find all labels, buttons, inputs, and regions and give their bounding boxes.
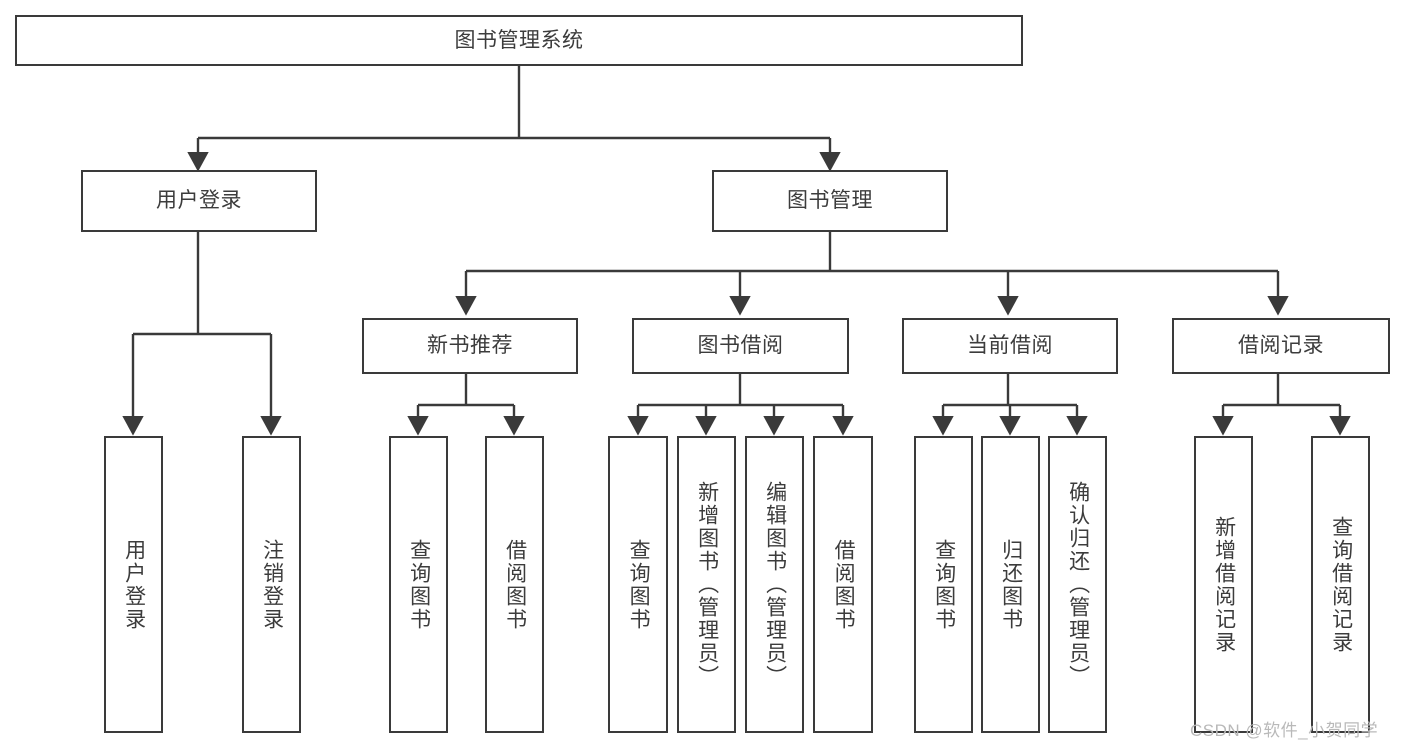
leaf-label: 归还图书 — [999, 538, 1023, 631]
node-current-borrow[interactable]: 当前借阅 — [902, 318, 1118, 374]
node-book-borrow[interactable]: 图书借阅 — [632, 318, 849, 374]
leaf-label: 新增图书（管理员） — [695, 481, 719, 688]
leaf-label: 确认归还（管理员） — [1066, 481, 1090, 688]
node-borrow-record[interactable]: 借阅记录 — [1172, 318, 1390, 374]
leaf-label: 注销登录 — [260, 538, 284, 631]
node-root-label: 图书管理系统 — [454, 28, 584, 52]
node-borrow-record-label: 借阅记录 — [1238, 334, 1324, 358]
leaf-current-borrow-confirm[interactable]: 确认归还（管理员） — [1048, 436, 1107, 733]
node-book-manage-label: 图书管理 — [787, 189, 873, 213]
leaf-label: 查询图书 — [407, 538, 431, 631]
leaf-current-borrow-query[interactable]: 查询图书 — [914, 436, 973, 733]
leaf-label: 借阅图书 — [503, 538, 527, 631]
node-current-borrow-label: 当前借阅 — [967, 334, 1053, 358]
leaf-label: 借阅图书 — [832, 538, 856, 631]
node-book-manage[interactable]: 图书管理 — [712, 170, 948, 232]
leaf-user-login-login[interactable]: 用户登录 — [104, 436, 163, 733]
leaf-borrow-record-query[interactable]: 查询借阅记录 — [1311, 436, 1370, 733]
leaf-label: 查询借阅记录 — [1329, 515, 1353, 654]
leaf-new-book-query[interactable]: 查询图书 — [389, 436, 448, 733]
leaf-label: 查询图书 — [627, 538, 651, 631]
node-new-book-recommend-label: 新书推荐 — [427, 334, 513, 358]
leaf-book-borrow-borrow[interactable]: 借阅图书 — [813, 436, 873, 733]
leaf-current-borrow-return[interactable]: 归还图书 — [981, 436, 1040, 733]
node-user-login-label: 用户登录 — [156, 189, 242, 213]
node-root[interactable]: 图书管理系统 — [15, 15, 1023, 66]
node-new-book-recommend[interactable]: 新书推荐 — [362, 318, 578, 374]
leaf-borrow-record-add[interactable]: 新增借阅记录 — [1194, 436, 1253, 733]
leaf-new-book-borrow[interactable]: 借阅图书 — [485, 436, 544, 733]
leaf-book-borrow-edit[interactable]: 编辑图书（管理员） — [745, 436, 804, 733]
leaf-label: 新增借阅记录 — [1212, 515, 1236, 654]
leaf-book-borrow-add[interactable]: 新增图书（管理员） — [677, 436, 736, 733]
leaf-label: 查询图书 — [932, 538, 956, 631]
watermark-text: CSDN @软件_小贺同学 — [1190, 721, 1379, 740]
node-user-login[interactable]: 用户登录 — [81, 170, 317, 232]
leaf-book-borrow-query[interactable]: 查询图书 — [608, 436, 668, 733]
leaf-label: 用户登录 — [122, 538, 146, 631]
leaf-label: 编辑图书（管理员） — [763, 481, 787, 688]
node-book-borrow-label: 图书借阅 — [697, 334, 784, 358]
leaf-user-login-logout[interactable]: 注销登录 — [242, 436, 301, 733]
